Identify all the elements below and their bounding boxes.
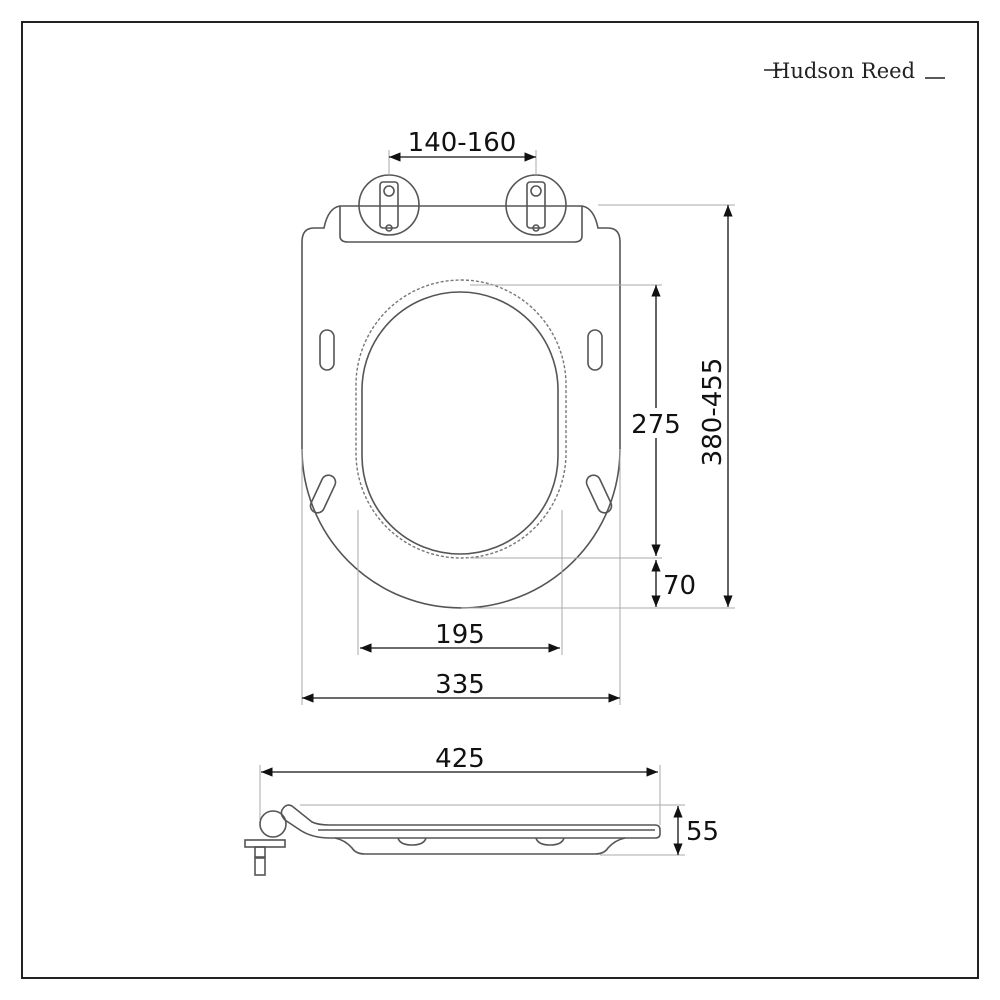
seat-top-view [301,174,621,609]
hinge-bar [339,206,583,243]
seat-side-view [244,804,661,876]
label-total-length: 380-455 [698,358,728,467]
label-hinge-spacing: 140-160 [408,128,517,158]
brand-logo: Hudson Reed [764,59,945,83]
label-opening-width: 195 [435,620,485,650]
label-seat-width: 335 [435,670,485,700]
bumper-slot [585,474,613,514]
dimension-lines [261,152,733,855]
hinge-left [358,174,420,236]
seat-opening [361,291,559,555]
label-height: 55 [686,817,719,847]
label-front-margin: 70 [663,571,696,601]
bumper-slot [587,329,603,371]
label-side-length: 425 [435,744,485,774]
label-opening-length: 275 [631,410,681,440]
seat-outline [301,205,621,609]
opening-outer-dashed [355,279,567,559]
hinge-right [505,174,567,236]
drawing-border [21,21,979,979]
bumper-slot [319,329,335,371]
bumper-slot [309,474,337,514]
extension-lines [259,150,735,856]
logo-text: Hudson Reed [772,59,915,83]
